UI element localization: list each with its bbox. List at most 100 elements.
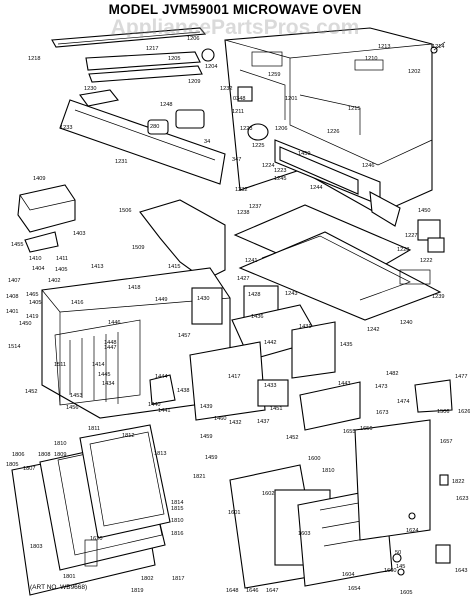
part-callout-1460: 1460 xyxy=(214,416,226,422)
part-callout-1817: 1817 xyxy=(172,576,184,582)
part-callout-1211: 1211 xyxy=(232,109,244,115)
transformer-right xyxy=(417,219,445,253)
part-callout-1430: 1430 xyxy=(197,296,209,302)
part-callout-1810: 1810 xyxy=(54,441,66,447)
fan-scroll-housing xyxy=(274,139,401,227)
part-callout-1433: 1433 xyxy=(264,383,276,389)
part-callout-1205: 1205 xyxy=(168,56,180,62)
part-callout-1417: 1417 xyxy=(228,374,240,380)
part-callout-1222: 1222 xyxy=(420,258,432,264)
part-callout-1444: 1444 xyxy=(155,374,167,380)
part-callout-1624: 1624 xyxy=(406,528,418,534)
part-callout-1451: 1451 xyxy=(270,406,282,412)
part-callout-1473: 1473 xyxy=(375,384,387,390)
part-callout-1455: 1455 xyxy=(11,242,23,248)
part-callout-1428: 1428 xyxy=(248,292,260,298)
part-callout-1402: 1402 xyxy=(48,278,60,284)
part-callout-1227: 1227 xyxy=(405,233,417,239)
part-callout-1436: 1436 xyxy=(251,314,263,320)
part-callout-1414: 1414 xyxy=(92,362,104,368)
part-callout-1459: 1459 xyxy=(205,455,217,461)
part-callout-1243: 1243 xyxy=(285,291,297,297)
diagram-title: MODEL JVM59001 MICROWAVE OVEN xyxy=(108,2,362,17)
part-callout-1242: 1242 xyxy=(367,327,379,333)
part-callout-1240: 1240 xyxy=(400,320,412,326)
part-callout-1660: 1660 xyxy=(384,568,396,574)
part-callout-1802: 1802 xyxy=(141,576,153,582)
part-callout-1506: 1506 xyxy=(437,409,449,415)
part-callout-1600: 1600 xyxy=(308,456,320,462)
part-callout-1509: 1509 xyxy=(132,245,144,251)
part-callout-1409: 1409 xyxy=(33,176,45,182)
part-callout-1218: 1218 xyxy=(28,56,40,62)
part-callout-347: 347 xyxy=(232,157,241,163)
part-callout-1657: 1657 xyxy=(440,439,452,445)
part-callout-1404: 1404 xyxy=(32,266,44,272)
part-callout-1419: 1419 xyxy=(26,314,38,320)
part-callout-1448: 1448 xyxy=(104,340,116,346)
part-callout-1815: 1815 xyxy=(171,506,183,512)
part-callout-1450: 1450 xyxy=(19,321,31,327)
part-callout-1202: 1202 xyxy=(408,69,420,75)
part-callout-1656: 1656 xyxy=(360,426,372,432)
part-callout-1604: 1604 xyxy=(342,572,354,578)
part-callout-1801: 1801 xyxy=(63,574,75,580)
part-callout-1450: 1450 xyxy=(418,208,430,214)
part-callout-1453: 1453 xyxy=(70,393,82,399)
part-callout-1806: 1806 xyxy=(12,452,24,458)
part-callout-1410: 1410 xyxy=(29,256,41,262)
part-callout-1405: 1405 xyxy=(55,267,67,273)
part-callout-1238: 1238 xyxy=(237,210,249,216)
door-assembly xyxy=(11,424,171,596)
part-callout-1246: 1246 xyxy=(362,163,374,169)
part-callout-1620: 1620 xyxy=(90,536,102,542)
part-callout-1427: 1427 xyxy=(237,276,249,282)
part-callout-1223: 1223 xyxy=(240,126,252,132)
lower-electronics xyxy=(149,341,361,431)
part-callout-1439: 1439 xyxy=(200,404,212,410)
part-callout-1438: 1438 xyxy=(177,388,189,394)
left-duct xyxy=(17,184,76,253)
control-panel xyxy=(229,379,453,589)
part-callout-1465: 1465 xyxy=(26,292,38,298)
art-number: (ART NO. WB9668) xyxy=(30,584,88,591)
part-callout-1648: 1648 xyxy=(226,588,238,594)
part-callout-1248: 1248 xyxy=(160,102,172,108)
part-callout-1443: 1443 xyxy=(338,381,350,387)
part-callout-1655: 1655 xyxy=(343,429,355,435)
part-callout-1506: 1506 xyxy=(119,208,131,214)
blower-motor xyxy=(147,48,269,141)
part-callout-1201: 1201 xyxy=(285,96,297,102)
part-callout-1416: 1416 xyxy=(71,300,83,306)
part-callout-1259: 1259 xyxy=(268,72,280,78)
magnetron xyxy=(191,285,336,379)
part-callout-1204: 1204 xyxy=(205,64,217,70)
part-callout-1445: 1445 xyxy=(98,372,110,378)
small-hardware xyxy=(392,41,451,576)
part-callout-1223: 1223 xyxy=(274,168,286,174)
part-callout-1206: 1206 xyxy=(275,126,287,132)
part-callout-1812: 1812 xyxy=(122,433,134,439)
part-callout-34: 34 xyxy=(204,139,210,145)
part-callout-1237: 1237 xyxy=(249,204,261,210)
part-callout-1224: 1224 xyxy=(262,163,274,169)
part-callout-1217: 1217 xyxy=(146,46,158,52)
part-callout-1807: 1807 xyxy=(23,466,35,472)
air-guide xyxy=(139,199,226,281)
part-callout-1231: 1231 xyxy=(115,159,127,165)
part-callout-1434: 1434 xyxy=(102,381,114,387)
part-callout-1603: 1603 xyxy=(298,531,310,537)
oven-cavity xyxy=(41,267,231,419)
part-callout-1482: 1482 xyxy=(386,371,398,377)
part-callout-1646: 1646 xyxy=(246,588,258,594)
part-callout-1477: 1477 xyxy=(455,374,467,380)
part-callout-1432: 1432 xyxy=(229,420,241,426)
part-callout-1209: 1209 xyxy=(188,79,200,85)
part-callout-1232: 1232 xyxy=(235,187,247,193)
part-callout-1605: 1605 xyxy=(400,590,412,596)
part-callout-1809: 1809 xyxy=(54,452,66,458)
part-callout-1418: 1418 xyxy=(128,285,140,291)
top-panel xyxy=(233,204,442,321)
part-callout-1437: 1437 xyxy=(257,419,269,425)
part-callout-1805: 1805 xyxy=(6,462,18,468)
